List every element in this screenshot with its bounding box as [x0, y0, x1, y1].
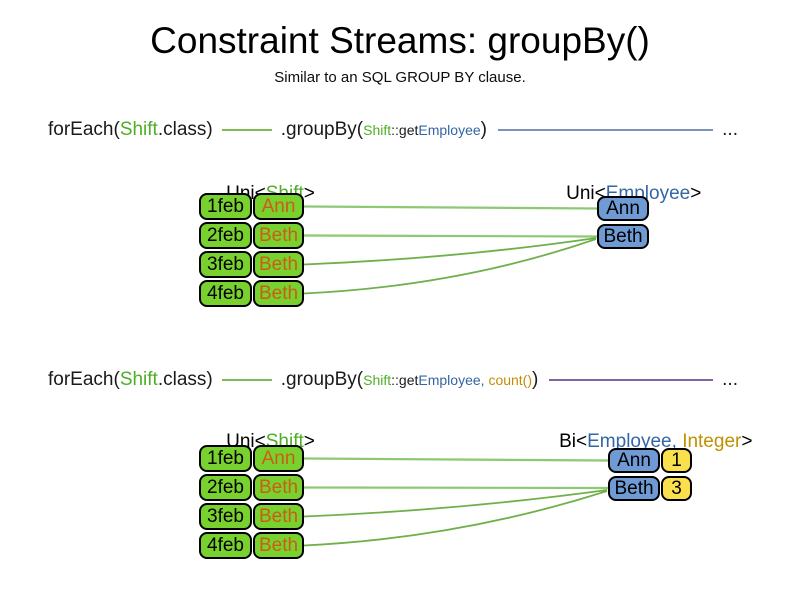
stream-line-blue — [497, 129, 714, 131]
code1-class-suffix: .class) — [157, 119, 213, 140]
shift-date-cell: 3feb — [199, 251, 252, 278]
group-employee-box: Ann — [608, 448, 660, 473]
code2-comma: , — [480, 372, 489, 388]
stream-dash-green-1 — [221, 129, 272, 131]
group-row: Beth — [597, 224, 649, 249]
group-employee-box: Beth — [597, 224, 649, 249]
code1-shift-class: Shift — [119, 119, 158, 140]
code1-close-paren: ) — [480, 119, 487, 140]
shift-employee-cell: Beth — [253, 503, 304, 530]
bi-employee-integer-label: Bi<Employee, Integer> — [538, 409, 752, 475]
shift-employee-cell: Ann — [253, 445, 304, 472]
code1-ellipsis: ... — [722, 119, 738, 140]
table-row: 1feb Ann — [199, 193, 304, 220]
shift-employee-cell: Beth — [253, 532, 304, 559]
shift-date-cell: 4feb — [199, 532, 252, 559]
wire-s2-beth1 — [303, 486, 609, 490]
code2-arg-method: ::get — [391, 372, 419, 388]
group-col-2: Ann 1 Beth 3 — [608, 448, 692, 501]
code1-arg-class: Shift — [363, 122, 392, 138]
label-suffix: > — [303, 431, 315, 452]
table-row: 3feb Beth — [199, 251, 304, 278]
code-line-1: forEach( Shift .class) .groupBy( Shift :… — [48, 119, 738, 141]
shift-date-cell: 1feb — [199, 193, 252, 220]
group-col-1: Ann Beth — [597, 196, 649, 249]
code2-ellipsis: ... — [722, 369, 738, 390]
group-row: Beth 3 — [608, 476, 692, 501]
wire-s1-beth3 — [303, 238, 597, 295]
table-row: 3feb Beth — [199, 503, 304, 530]
table-row: 4feb Beth — [199, 280, 304, 307]
shift-table-2: 1feb Ann 2feb Beth 3feb Beth 4feb Beth — [199, 445, 304, 559]
shift-date-cell: 2feb — [199, 474, 252, 501]
wire-s2-beth3 — [303, 490, 608, 547]
shift-employee-cell: Beth — [253, 474, 304, 501]
stream-dash-green-2 — [221, 379, 272, 381]
label-prefix: Bi< — [559, 431, 588, 452]
label-suffix: > — [741, 431, 753, 452]
wire-s2-beth2 — [303, 489, 608, 518]
table-row: 2feb Beth — [199, 222, 304, 249]
shift-employee-cell: Beth — [253, 280, 304, 307]
code2-arg-type: Employee — [418, 372, 481, 388]
label-suffix: > — [690, 183, 702, 204]
group-count-box: 1 — [661, 448, 692, 473]
shift-employee-cell: Ann — [253, 193, 304, 220]
table-row: 1feb Ann — [199, 445, 304, 472]
shift-date-cell: 2feb — [199, 222, 252, 249]
code1-arg-method: ::get — [391, 122, 419, 138]
shift-date-cell: 3feb — [199, 503, 252, 530]
group-row: Ann — [597, 196, 649, 221]
label-prefix: Uni< — [566, 183, 606, 204]
wire-s1-beth2 — [303, 237, 597, 266]
code2-class-suffix: .class) — [157, 369, 213, 390]
group-employee-box: Ann — [597, 196, 649, 221]
code2-shift-class: Shift — [119, 369, 158, 390]
code1-arg-type: Employee — [418, 122, 481, 138]
label-suffix: > — [303, 183, 315, 204]
code1-groupby: .groupBy( — [280, 119, 364, 140]
wire-s1-beth1 — [303, 234, 598, 238]
slide-subtitle: Similar to an SQL GROUP BY clause. — [274, 69, 526, 86]
code1-foreach: forEach( — [48, 119, 120, 140]
shift-date-cell: 1feb — [199, 445, 252, 472]
label-comma: , — [671, 431, 683, 452]
label-type-employee: Employee — [587, 431, 672, 452]
table-row: 2feb Beth — [199, 474, 304, 501]
code2-foreach: forEach( — [48, 369, 120, 390]
shift-date-cell: 4feb — [199, 280, 252, 307]
code2-arg-count: count() — [488, 372, 533, 388]
code-line-2: forEach( Shift .class) .groupBy( Shift :… — [48, 369, 738, 391]
code2-groupby: .groupBy( — [280, 369, 364, 390]
shift-table-1: 1feb Ann 2feb Beth 3feb Beth 4feb Beth — [199, 193, 304, 307]
code2-arg-class: Shift — [363, 372, 392, 388]
table-row: 4feb Beth — [199, 532, 304, 559]
shift-employee-cell: Beth — [253, 251, 304, 278]
group-row: Ann 1 — [608, 448, 692, 473]
slide-title: Constraint Streams: groupBy() — [150, 20, 650, 61]
shift-employee-cell: Beth — [253, 222, 304, 249]
label-type-integer: Integer — [682, 431, 742, 452]
stream-line-purple — [549, 379, 714, 381]
group-count-box: 3 — [661, 476, 692, 501]
group-employee-box: Beth — [608, 476, 660, 501]
code2-close-paren: ) — [532, 369, 539, 390]
